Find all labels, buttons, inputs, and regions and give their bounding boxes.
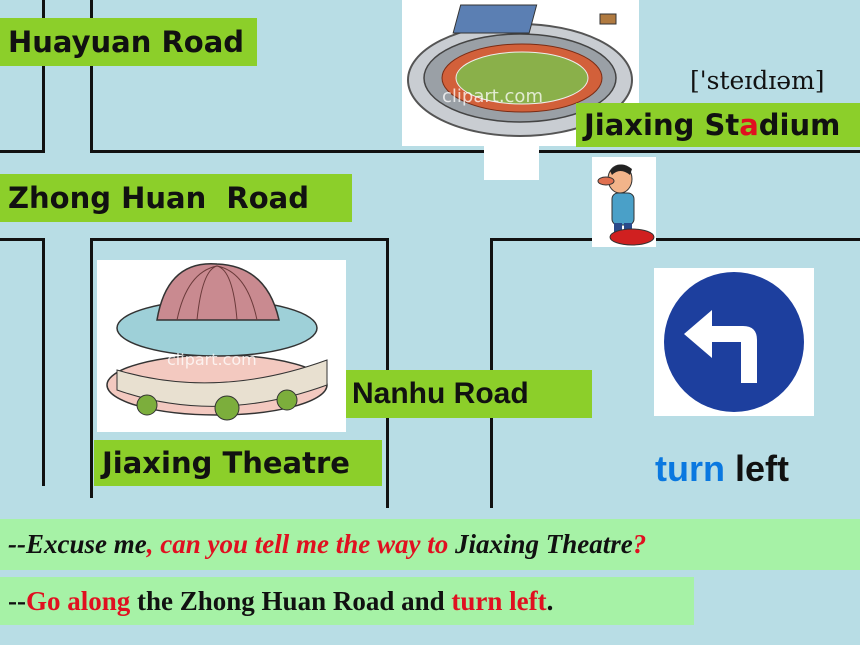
theatre-label: Jiaxing Theatre [94,440,382,486]
theatre-image: clipart.com [97,260,346,432]
stadium-text-a: Jiaxing St [584,107,740,142]
huayuan-road-label: Huayuan Road [0,18,257,66]
road-line [0,150,45,153]
question-part-4: ? [632,529,647,559]
left-arrow-icon [684,310,757,383]
answer-part-4: . [546,585,554,616]
road-line [90,238,388,241]
question-part-2: , can you tell me the way to [146,529,455,559]
left-word: left [735,448,789,489]
theatre-watermark: clipart.com [167,350,257,369]
stadium-text-highlight: a [739,107,759,142]
answer-part-1: Go along [25,585,131,616]
question-dash: -- [8,529,26,559]
question-part-3: Jiaxing Theatre [454,529,633,559]
question-part-1: Excuse me [25,529,147,559]
road-line [90,0,93,152]
stadium-watermark: clipart.com [442,86,543,107]
road-line [90,150,860,153]
road-line [90,238,93,498]
theatre-text: Jiaxing Theatre [102,445,350,480]
stadium-image: clipart.com [402,0,639,146]
turn-word: turn [655,448,725,489]
road-line [42,238,45,486]
answer-part-3: turn left [451,585,547,616]
nanhu-road-label: Nanhu Road [344,370,592,418]
zhonghuan-road-text: Zhong Huan Road [8,180,310,215]
answer-part-2: the Zhong Huan Road and [130,585,452,616]
nanhu-road-text: Nanhu Road [352,377,529,410]
road-line [42,0,45,152]
question-sentence: --Excuse me, can you tell me the way to … [0,519,860,570]
answer-sentence: --Go along the Zhong Huan Road and turn … [0,577,694,625]
phonetic-text: ['steɪdɪəm] [690,66,825,95]
road-line [490,238,860,241]
road-line [0,238,45,241]
turn-left-caption: turn left [655,448,789,490]
stadium-base-box [484,146,539,180]
stadium-text-b: dium [758,107,841,142]
answer-dash: -- [8,585,26,616]
turn-left-sign [654,268,814,416]
zhonghuan-road-label: Zhong Huan Road [0,174,352,222]
person-image [592,157,656,247]
huayuan-road-text: Huayuan Road [8,24,245,59]
